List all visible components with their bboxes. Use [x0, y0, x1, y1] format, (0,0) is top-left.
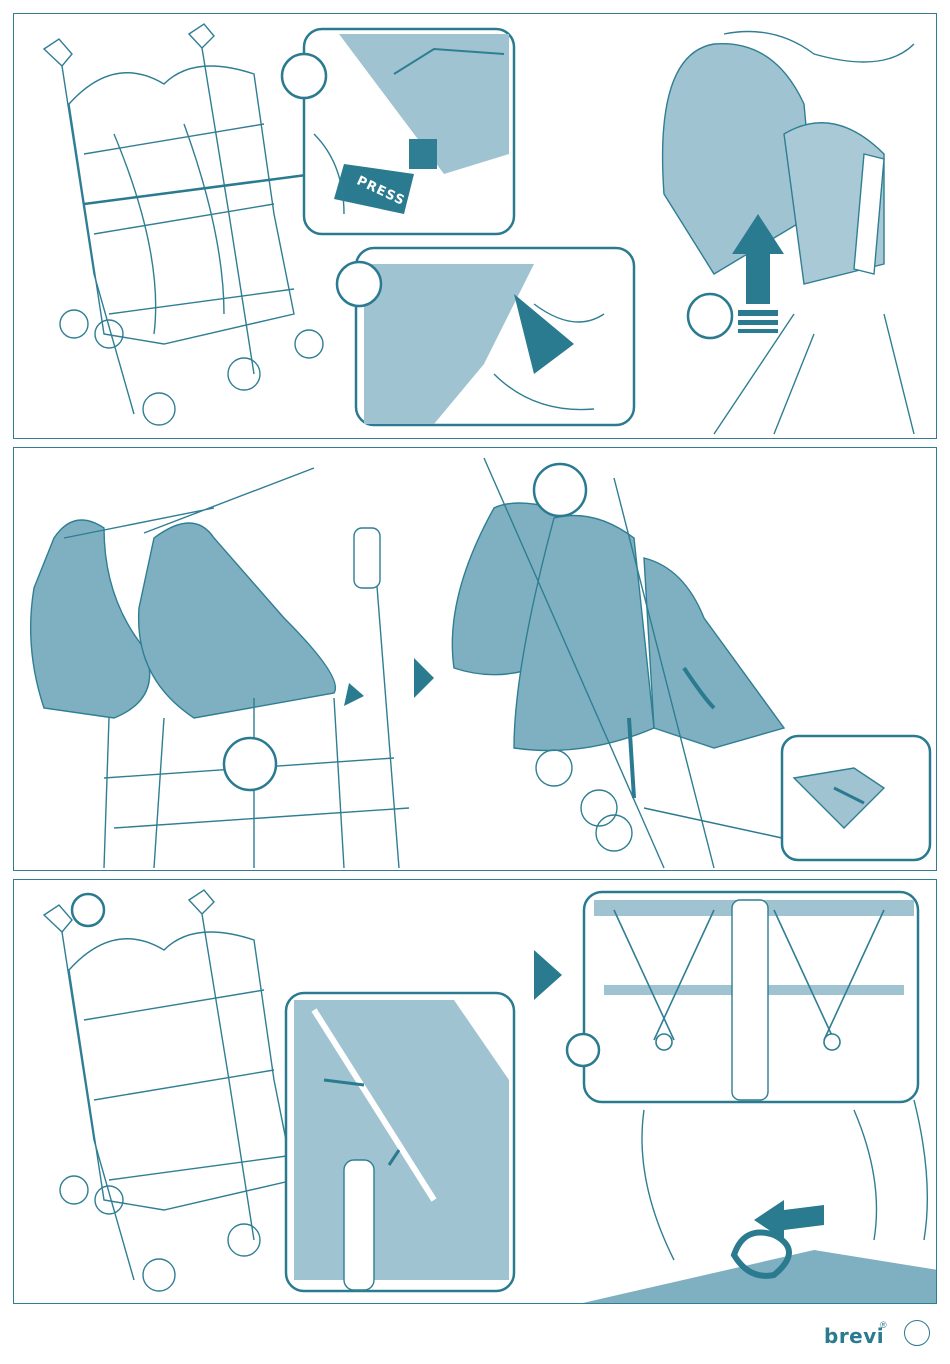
- canopy-removal-illustration: [31, 468, 409, 868]
- panel-1-artwork: PRESS: [14, 14, 937, 439]
- step-marker-a: [282, 54, 326, 98]
- frame-closeup: [286, 993, 514, 1291]
- basket-frame-closeup: [584, 892, 918, 1102]
- stroller-illustration: [44, 890, 294, 1291]
- canopy-detach-closeup: [356, 248, 634, 425]
- panel-3-artwork: [14, 880, 937, 1304]
- strap-hook-illustration: [574, 1100, 937, 1304]
- instruction-panel-3: [13, 879, 937, 1304]
- canopy-lift-arrow: [663, 32, 914, 435]
- brand-registered-mark: ®: [880, 1320, 887, 1330]
- panel-2-artwork: [14, 448, 937, 871]
- step-marker-g: [567, 1034, 599, 1066]
- brand-logo: brevi: [824, 1324, 884, 1348]
- instruction-panel-2: [13, 447, 937, 871]
- latch-closeup: PRESS: [304, 29, 514, 234]
- step-marker-e: [534, 464, 586, 516]
- seat-unclip-illustration: [452, 458, 784, 868]
- buckle-closeup: [644, 736, 930, 860]
- play-arrow: [414, 658, 434, 698]
- play-arrow: [534, 950, 562, 1000]
- step-marker-f: [72, 894, 104, 926]
- stroller-illustration: [44, 24, 323, 425]
- step-marker-b: [337, 262, 381, 306]
- step-marker-c: [688, 294, 732, 338]
- step-marker-d: [224, 738, 276, 790]
- page-footer: brevi ®: [820, 1318, 940, 1354]
- instruction-panel-1: PRESS: [13, 13, 937, 439]
- page-number-circle: [904, 1320, 930, 1346]
